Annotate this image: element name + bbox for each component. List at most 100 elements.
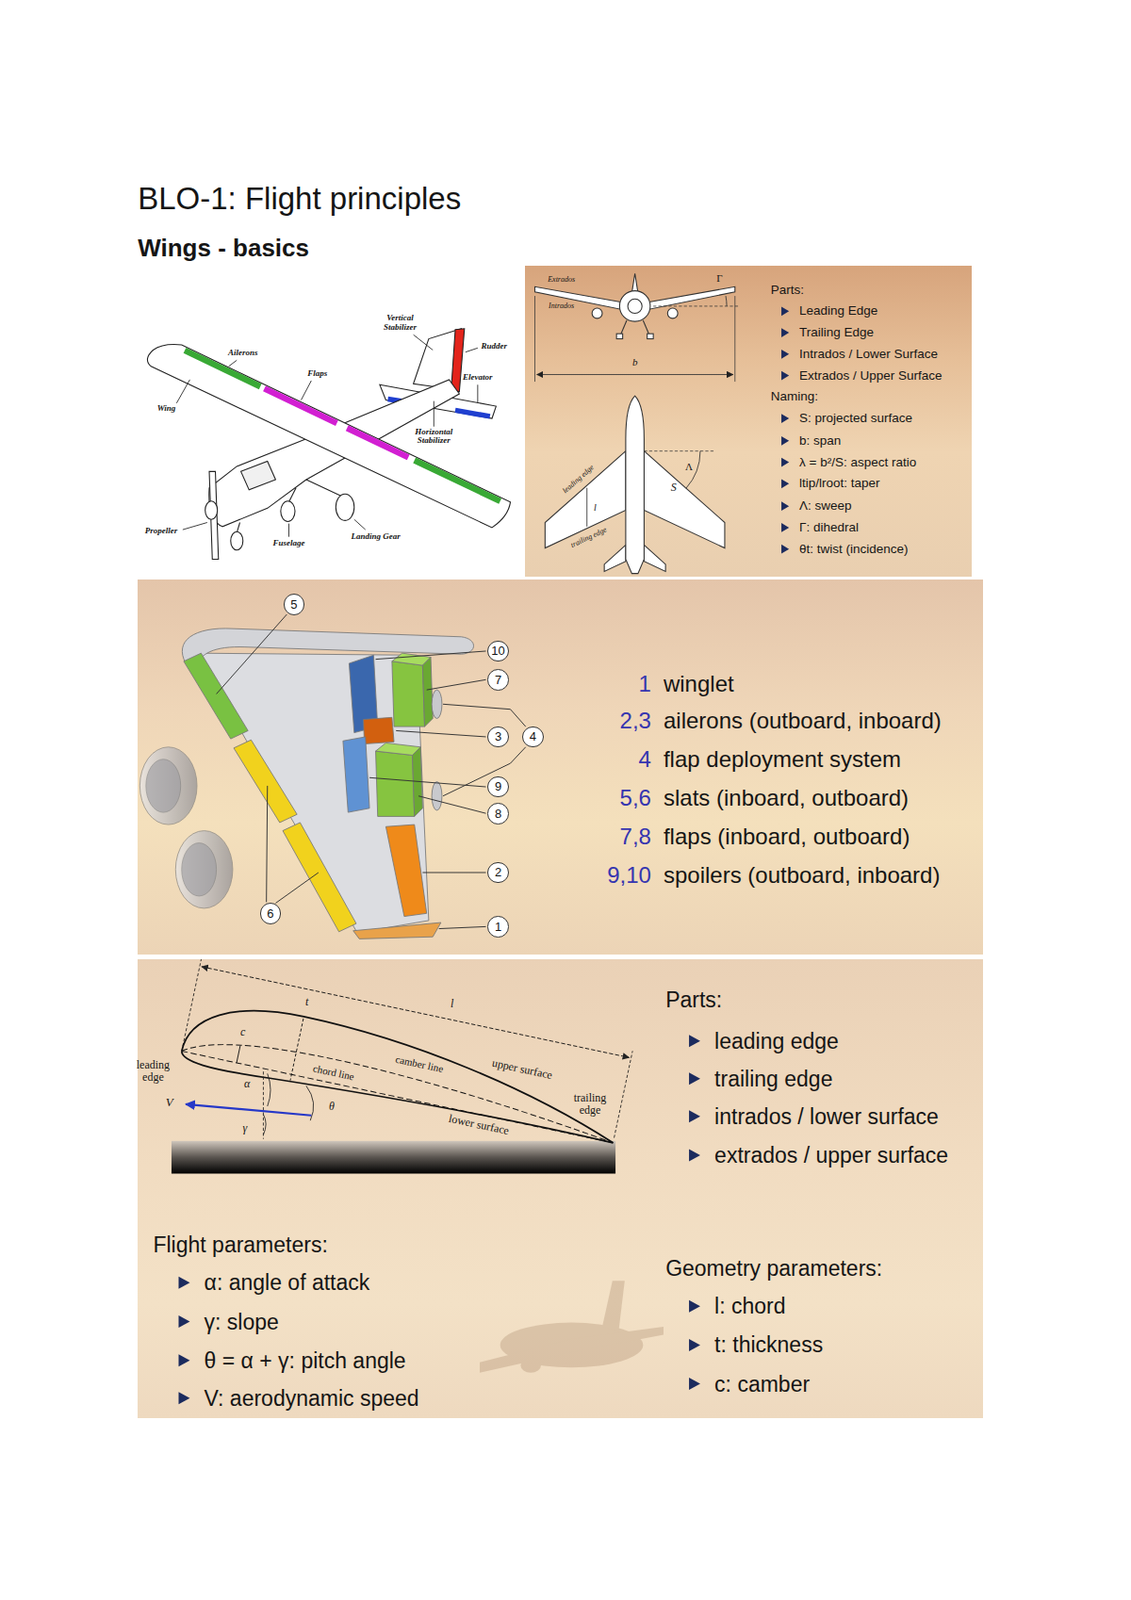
airplane-views bbox=[586, 488, 588, 527]
callout-circle: 6 bbox=[260, 902, 282, 925]
callout-circle: 5 bbox=[283, 593, 306, 616]
cessna-illustration bbox=[209, 471, 219, 559]
airfoil-illustration bbox=[181, 1051, 614, 1144]
airplane-views bbox=[642, 320, 649, 335]
plane-watermark bbox=[479, 1327, 664, 1374]
angle-construction bbox=[262, 1071, 264, 1139]
part-label: Γ bbox=[716, 272, 722, 284]
cessna-illustration bbox=[306, 479, 342, 496]
wing-illustration bbox=[233, 739, 297, 823]
wing-illustration bbox=[431, 782, 443, 811]
cessna-illustration bbox=[209, 379, 460, 527]
list-bullet bbox=[781, 306, 789, 316]
part-label: l bbox=[450, 998, 454, 1011]
callout-number: 5 bbox=[290, 598, 297, 611]
wing-illustration bbox=[146, 759, 181, 813]
wing-illustration bbox=[353, 922, 442, 939]
panel-text: θ = α + γ: pitch angle bbox=[204, 1347, 407, 1373]
airplane-views bbox=[616, 333, 623, 339]
part-label: Landing Gear bbox=[350, 532, 400, 542]
panel-text: l: chord bbox=[714, 1294, 786, 1319]
airplane-views bbox=[627, 298, 642, 313]
list-bullet bbox=[179, 1392, 191, 1405]
cessna-illustration bbox=[476, 384, 478, 403]
leader-line bbox=[426, 679, 487, 690]
cessna-illustration bbox=[176, 334, 477, 537]
cessna-illustration bbox=[229, 360, 238, 366]
list-bullet bbox=[179, 1034, 701, 1405]
velocity-vector bbox=[185, 1104, 312, 1116]
airplane-views bbox=[686, 451, 701, 490]
cessna-illustration bbox=[182, 523, 208, 531]
cessna-illustration bbox=[413, 334, 434, 350]
cessna-illustration bbox=[300, 380, 312, 401]
panel-text: winglet bbox=[663, 671, 735, 698]
angle-construction bbox=[267, 1073, 271, 1107]
panel-text: ltip/lroot: taper bbox=[799, 476, 881, 492]
panel-text: Leading Edge bbox=[799, 304, 878, 320]
panel-text: γ: slope bbox=[204, 1309, 279, 1334]
callout-circle: 4 bbox=[522, 726, 544, 749]
wing-illustration bbox=[376, 751, 415, 817]
panel-text: trailing edge bbox=[714, 1066, 833, 1092]
wing-illustration bbox=[422, 656, 433, 727]
cessna-illustration bbox=[236, 523, 240, 534]
part-label: Propeller bbox=[145, 526, 179, 537]
callout-circle: 10 bbox=[487, 640, 509, 663]
callout-number: 2 bbox=[494, 866, 502, 879]
leader-line bbox=[395, 730, 486, 737]
airfoil-illustration bbox=[290, 1018, 304, 1082]
list-bullet bbox=[688, 1377, 701, 1391]
part-label: leading edge bbox=[128, 1059, 178, 1084]
airplane-views bbox=[535, 286, 622, 310]
panel-text: flaps (inboard, outboard) bbox=[663, 823, 911, 851]
panel-text: λ = b²/S: aspect ratio bbox=[799, 455, 917, 471]
panel-band: 510734982611winglet2,3ailerons (outboard… bbox=[137, 579, 984, 954]
panel-text: Geometry parameters: bbox=[665, 1256, 883, 1281]
cessna-illustration bbox=[388, 398, 422, 404]
cessna-illustration bbox=[288, 524, 290, 538]
panel-text: Parts: bbox=[665, 987, 722, 1013]
callout-circle: 1 bbox=[487, 916, 509, 938]
airplane-views bbox=[653, 305, 739, 307]
list-bullet bbox=[781, 544, 789, 555]
panel-text: Parts: bbox=[770, 282, 804, 298]
panel-text: Flight parameters: bbox=[152, 1232, 328, 1258]
leader-line bbox=[418, 796, 486, 814]
panel-text: extrados / upper surface bbox=[714, 1143, 949, 1168]
callout-key: 4 bbox=[639, 746, 652, 773]
angle-construction bbox=[262, 1114, 266, 1136]
part-label: Rudder bbox=[480, 342, 508, 352]
wing-illustration bbox=[343, 737, 370, 813]
part-label: θ bbox=[328, 1100, 335, 1114]
cessna-illustration bbox=[451, 328, 465, 393]
wing-illustration bbox=[282, 822, 357, 933]
list-bullet bbox=[781, 349, 789, 360]
airplane-views bbox=[604, 544, 626, 572]
panel-band: Parts:Leading EdgeTrailing EdgeIntrados … bbox=[524, 265, 972, 577]
wing-illustration bbox=[139, 628, 474, 939]
airfoil-illustration bbox=[180, 1050, 614, 1153]
ground-bar bbox=[171, 1141, 616, 1175]
cessna-illustration bbox=[230, 531, 244, 550]
list-bullet bbox=[781, 436, 789, 446]
cessna-illustration bbox=[433, 401, 435, 427]
cessna-illustration bbox=[455, 409, 491, 416]
leader-line bbox=[216, 614, 288, 694]
leader-line bbox=[369, 777, 486, 787]
callout-circle: 8 bbox=[487, 803, 509, 825]
leader-line bbox=[442, 747, 526, 797]
airplane-views bbox=[534, 295, 536, 382]
airplane-views bbox=[643, 544, 666, 572]
wing-illustration bbox=[196, 653, 429, 934]
list-bullet bbox=[781, 371, 789, 381]
cessna-illustration bbox=[241, 461, 277, 491]
list-bullet bbox=[781, 458, 789, 468]
wing-illustration bbox=[181, 843, 217, 897]
wing-illustration bbox=[181, 628, 474, 669]
airplane-views bbox=[591, 308, 603, 319]
wing-illustration bbox=[175, 831, 233, 909]
list-bullet bbox=[688, 1110, 701, 1123]
list-bullet bbox=[781, 501, 789, 511]
cessna-illustration bbox=[346, 427, 409, 458]
